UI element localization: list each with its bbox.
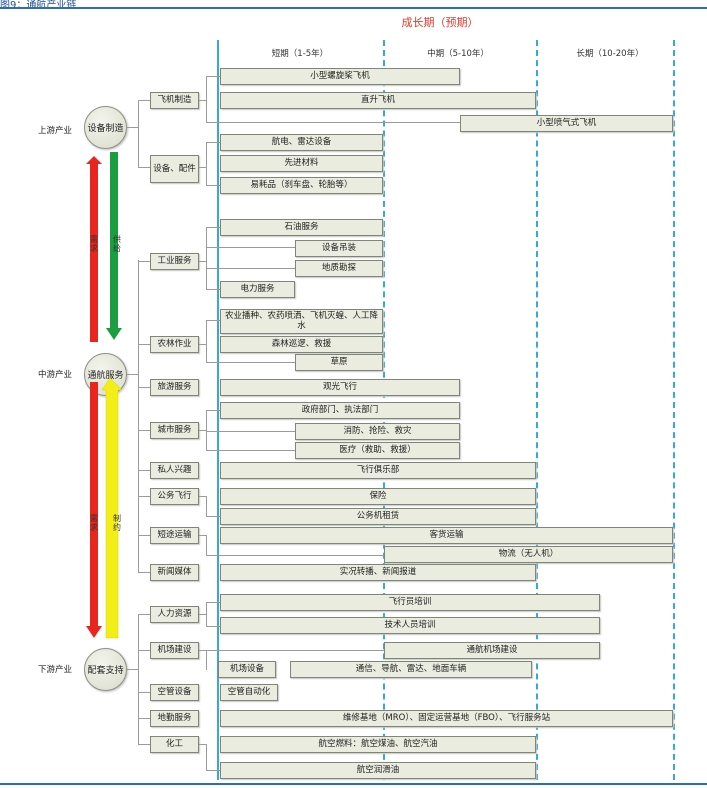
cat-aircraft-mfg: 飞机制造 — [150, 92, 199, 109]
bar-medical: 医疗（救助、救援） — [295, 442, 460, 459]
label-demand-lower: 需求 — [90, 514, 98, 532]
arrow-restrict-up-icon — [101, 377, 123, 639]
industry-downstream: 下游产业 — [38, 665, 73, 675]
bar-forest-patrol: 森林巡逻、救援 — [220, 336, 383, 353]
cat-tourism: 旅游服务 — [150, 379, 199, 396]
bar-gov-dept: 政府部门、执法部门 — [220, 402, 460, 419]
cat-chemical: 化工 — [150, 736, 199, 753]
bar-sightseeing: 观光飞行 — [220, 379, 460, 396]
bar-aviation-fuel: 航空燃料：航空煤油、航空汽油 — [220, 736, 536, 753]
bar-grassland: 草原 — [295, 354, 383, 371]
bar-logistics: 物流（无人机） — [384, 546, 673, 563]
bar-passenger-cargo: 客货运输 — [220, 527, 673, 544]
cat-private-hobby: 私人兴趣 — [150, 462, 199, 479]
top-rule — [0, 7, 707, 9]
cat-official-flight: 公务飞行 — [150, 488, 199, 505]
cat-news-media: 新闻媒体 — [150, 564, 199, 581]
phase-long: 长期（10-20年） — [576, 49, 644, 59]
bar-oil-service: 石油服务 — [220, 219, 383, 236]
bar-atc-automation: 空管自动化 — [220, 684, 278, 701]
bar-consumables: 易耗品（刹车盘、轮胎等） — [220, 177, 383, 194]
bar-maintenance-bases: 维修基地（MRO）、固定运营基地（FBO）、飞行服务站 — [220, 710, 673, 727]
figure-caption: 图9：通航产业链 — [0, 0, 77, 11]
bar-equipment-hoisting: 设备吊装 — [295, 240, 383, 257]
bar-comm-nav: 通信、导航、雷达、地面车辆 — [290, 661, 532, 678]
phase-mid: 中期（5-10年） — [427, 49, 489, 59]
label-restrict: 制约 — [113, 514, 121, 532]
bar-pilot-training: 飞行员培训 — [220, 594, 600, 611]
cat-human-resource: 人力资源 — [150, 606, 199, 623]
flow-arrows — [86, 152, 123, 639]
label-supply: 供给 — [113, 235, 121, 253]
bar-small-jet: 小型喷气式飞机 — [460, 115, 673, 132]
segment-support: 配套支持 — [84, 648, 127, 691]
phase-short: 短期（1-5年） — [271, 49, 329, 59]
bar-flying-club: 飞行俱乐部 — [220, 462, 536, 479]
phase-title: 成长期（预期） — [401, 16, 479, 29]
bar-agri-spray: 农业播种、农药喷洒、飞机灭蝗、人工降水 — [220, 309, 383, 334]
cat-agri-forestry: 农林作业 — [150, 336, 199, 353]
label-demand-upper: 需求 — [90, 235, 98, 253]
bar-charter: 公务机租赁 — [220, 508, 536, 525]
bar-small-rotor: 小型螺旋桨飞机 — [220, 68, 460, 85]
bar-live-news: 实况转播、新闻报道 — [220, 564, 536, 581]
cat-atc-equipment: 空管设备 — [150, 684, 199, 701]
industry-midstream: 中游产业 — [38, 370, 73, 380]
bar-tech-training: 技术人员培训 — [220, 617, 600, 634]
cat-airport-construction: 机场建设 — [150, 642, 199, 659]
segment-equipment: 设备制造 — [84, 106, 127, 149]
bar-advanced-materials: 先进材料 — [220, 155, 383, 172]
arrow-demand-up-icon — [86, 156, 102, 342]
arrow-demand-down-icon — [86, 382, 102, 638]
cat-short-transport: 短途运输 — [150, 527, 199, 544]
bar-fire-rescue: 消防、抢险、救灾 — [295, 423, 460, 440]
cat-parts: 设备、配件 — [150, 155, 199, 183]
cat-industrial-service: 工业服务 — [150, 253, 199, 270]
divider-mid-long — [536, 40, 538, 780]
divider-long-end — [673, 40, 675, 780]
cat-airport-equipment: 机场设备 — [218, 661, 276, 678]
bar-helicopter: 直升飞机 — [220, 92, 536, 109]
bar-geo-survey: 地质勘探 — [295, 260, 383, 277]
cat-ground-service: 地勤服务 — [150, 710, 199, 727]
bar-insurance: 保险 — [220, 488, 536, 505]
bar-ga-airport: 通航机场建设 — [384, 642, 600, 659]
bar-avionics: 航电、雷达设备 — [220, 134, 383, 151]
bottom-rule — [0, 783, 707, 785]
arrow-supply-down-icon — [106, 152, 122, 340]
bar-power-service: 电力服务 — [220, 281, 295, 298]
bar-lubricant: 航空润滑油 — [220, 762, 536, 779]
cat-city-service: 城市服务 — [150, 422, 199, 439]
industry-upstream: 上游产业 — [38, 126, 73, 136]
